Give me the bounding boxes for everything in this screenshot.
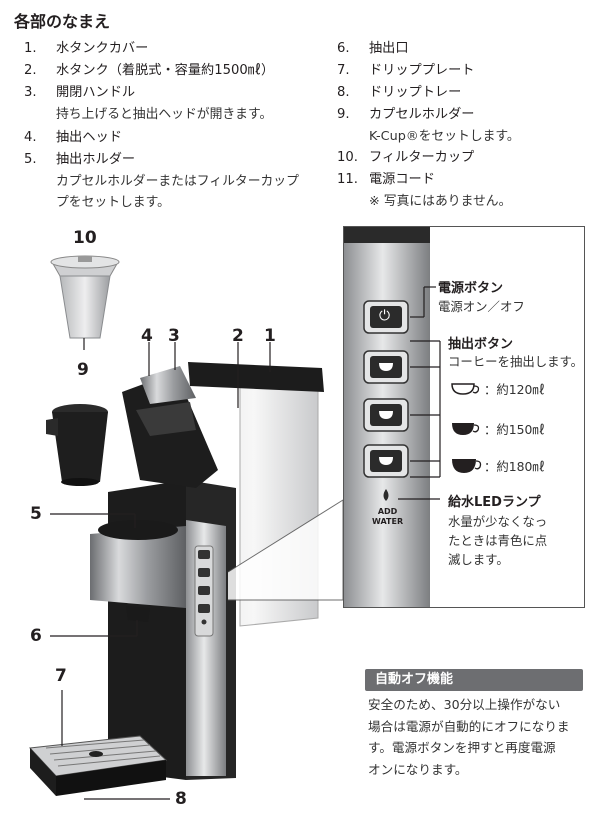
power-button-label: 電源ボタン	[438, 281, 504, 296]
callout-5: 5	[30, 504, 42, 524]
auto-off-title: 自動オフ機能	[365, 669, 583, 691]
part-item-10: 10.フィルターカップ	[337, 150, 475, 165]
part-item-9: 9.カプセルホルダー	[337, 107, 475, 122]
open-handle	[140, 366, 196, 404]
auto-off-text: 安全のため、30分以上操作がない 場合は電源が自動的にオフになりま す。電源ボタ…	[368, 697, 570, 777]
brew-holder	[90, 526, 186, 608]
callout-6: 6	[30, 626, 42, 646]
cup-icons	[451, 383, 482, 473]
led-label: 給水LEDランプ	[448, 495, 541, 510]
part-note-3: 持ち上げると抽出ヘッドが開きます。	[56, 107, 273, 122]
part-item-2: 2.水タンク（着脱式・容量約1500㎖）	[24, 63, 275, 78]
led-desc-1: 水量が少なくなっ	[448, 514, 548, 529]
part-item-1: 1.水タンクカバー	[24, 41, 149, 56]
part-note-5a: カプセルホルダーまたはフィルターカップ	[56, 174, 299, 189]
section-title: 各部のなまえ	[14, 12, 111, 31]
callout-10: 10	[73, 228, 97, 248]
panel-strip	[344, 227, 482, 607]
water-tank-cover	[188, 362, 324, 392]
callout-1: 1	[264, 326, 276, 346]
part-note-9: K-Cup®をセットします。	[369, 129, 520, 144]
callout-3: 3	[168, 326, 180, 346]
part-item-5: 5.抽出ホルダー	[24, 152, 136, 167]
cup-size-3: ：約180㎖	[484, 459, 545, 474]
part-item-4: 4.抽出ヘッド	[24, 130, 122, 145]
cup-size-2: ：約150㎖	[484, 422, 545, 437]
drip-tray	[56, 760, 166, 796]
power-icon: ⏻	[379, 308, 391, 324]
callout-8: 8	[175, 789, 187, 809]
callout-9: 9	[77, 360, 89, 380]
brew-button-label: 抽出ボタン	[448, 337, 514, 352]
spout	[126, 606, 150, 622]
callout-2: 2	[232, 326, 244, 346]
filter-cup	[50, 255, 120, 339]
led-desc-3: 滅します。	[448, 552, 509, 567]
cup-size-1: ：約120㎖	[484, 382, 545, 397]
part-item-11: 11.電源コード	[337, 172, 435, 187]
brew-button-desc: コーヒーを抽出します。	[448, 354, 584, 369]
capsule-holder	[46, 404, 108, 486]
part-item-7: 7.ドリッププレート	[337, 63, 475, 78]
part-note-11: ※ 写真にはありません。	[369, 194, 512, 209]
callout-4: 4	[141, 326, 153, 346]
callout-7: 7	[55, 666, 67, 686]
led-desc-2: たときは青色に点	[448, 533, 548, 548]
part-note-5b: プをセットします。	[56, 195, 170, 210]
power-button-desc: 電源オン／オフ	[438, 299, 525, 314]
part-item-3: 3.開閉ハンドル	[24, 85, 136, 100]
part-item-6: 6.抽出口	[337, 41, 409, 56]
part-item-8: 8.ドリップトレー	[337, 85, 462, 100]
